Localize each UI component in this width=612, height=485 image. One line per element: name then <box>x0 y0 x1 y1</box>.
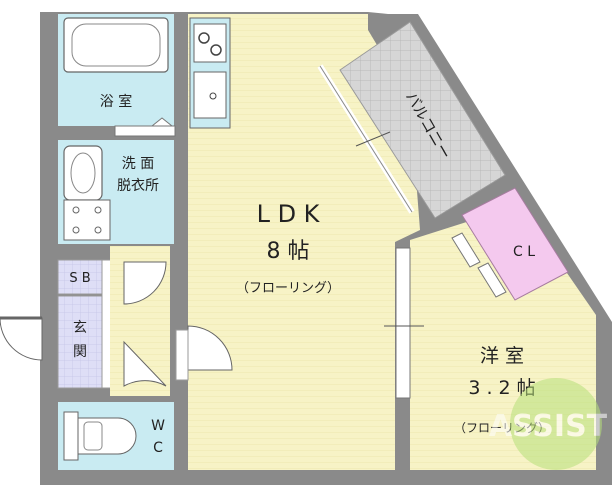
closet-door <box>451 232 481 268</box>
watermark-text: ASSIST <box>489 409 608 444</box>
washroom-door <box>123 261 167 305</box>
label-entrance-1: 玄 <box>73 319 87 336</box>
entrance-area <box>57 295 103 389</box>
watermark-logo: ASSIST <box>489 378 608 470</box>
entrance-door <box>0 317 43 361</box>
ldk-door <box>187 325 233 371</box>
label-wc-1: W <box>151 418 165 434</box>
label-washroom-1: 洗 面 <box>122 156 154 172</box>
label-bath: 浴 室 <box>100 93 132 110</box>
label-washroom-2: 脱衣所 <box>117 178 159 194</box>
label-ldk: L D K <box>257 200 321 228</box>
toilet-tank-icon <box>63 411 79 461</box>
label-ldk-size: 8 帖 <box>267 239 310 264</box>
label-shoe-box: S B <box>69 271 90 286</box>
washing-machine-icon <box>63 199 111 241</box>
label-western-room: 洋 室 <box>480 345 524 367</box>
stove-icon <box>193 23 227 63</box>
balcony-area <box>339 21 506 219</box>
sliding-partition <box>395 247 411 399</box>
closet-area <box>461 187 569 301</box>
label-wc-2: C <box>153 440 163 456</box>
label-western-size: 3 . 2 帖 <box>468 377 535 399</box>
label-closet: C L <box>513 244 535 260</box>
label-entrance-2: 関 <box>73 344 87 360</box>
label-ldk-floor: （フローリング） <box>236 281 340 296</box>
wc-door <box>123 340 167 387</box>
